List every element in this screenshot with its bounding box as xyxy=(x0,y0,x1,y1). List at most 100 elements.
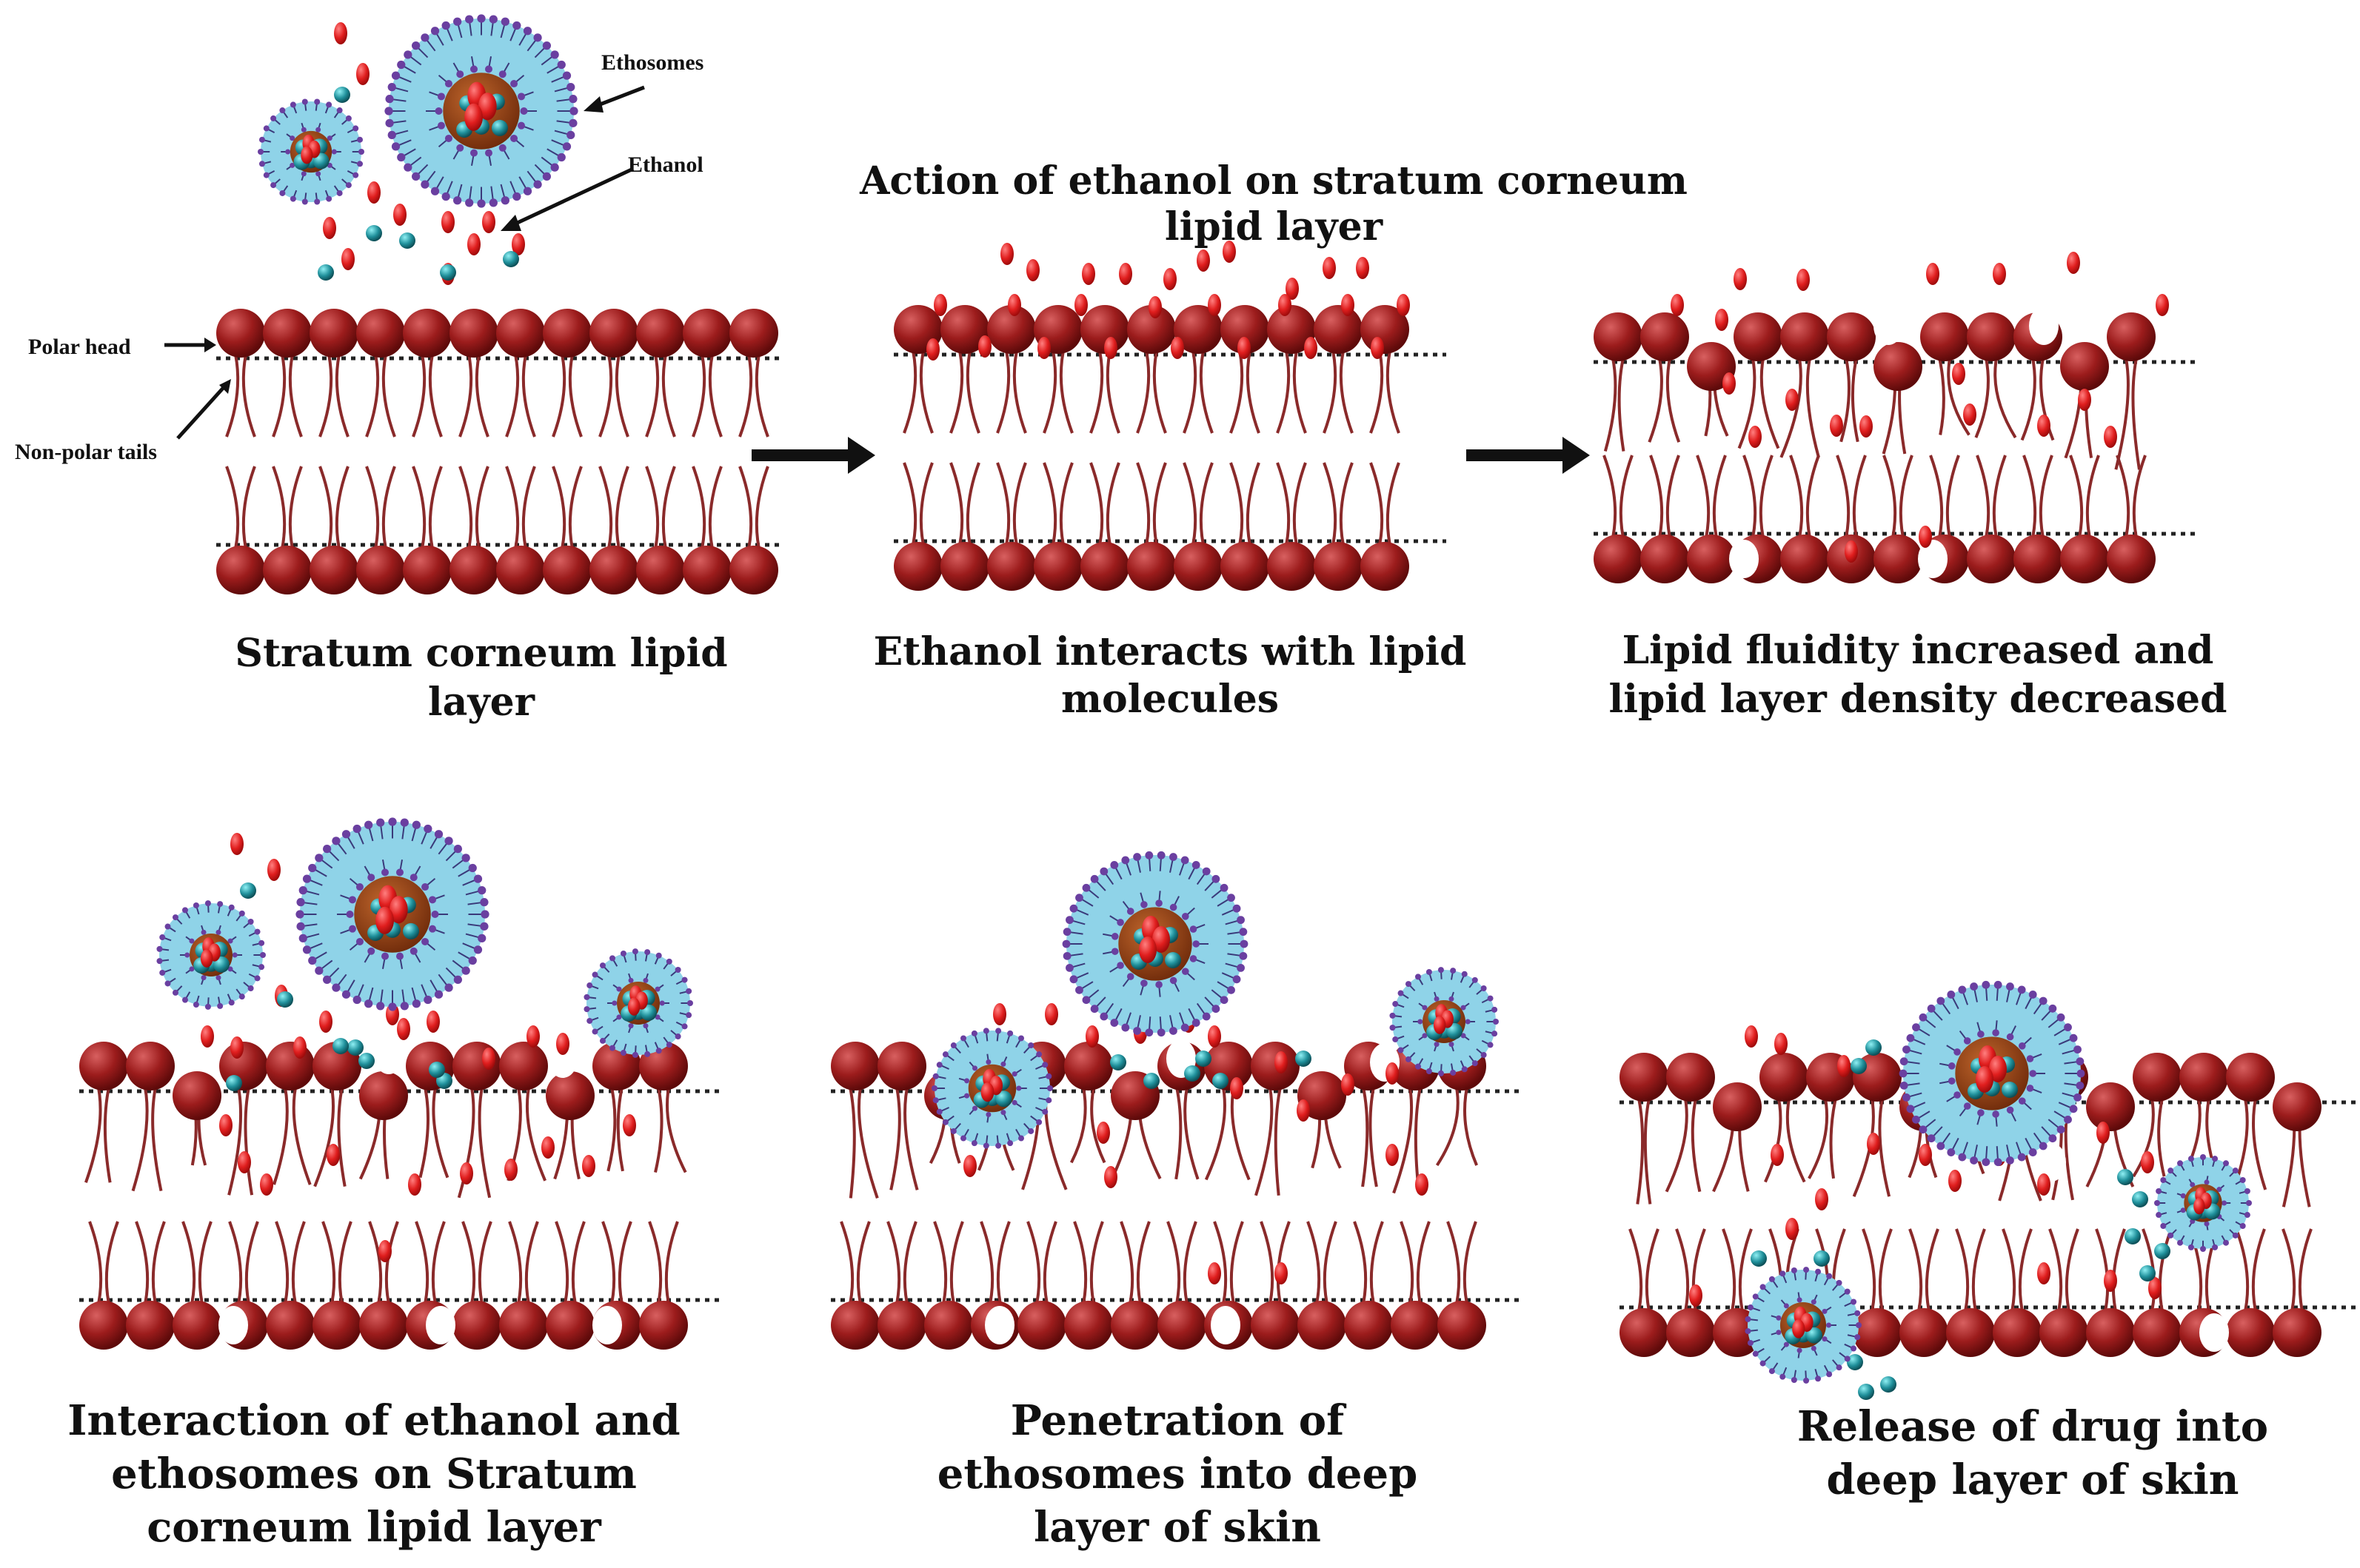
polar-head xyxy=(1899,1308,1948,1357)
phospholipid-head xyxy=(986,1059,992,1065)
phospholipid-head xyxy=(435,107,443,115)
phospholipid-head xyxy=(1963,1037,1971,1045)
ethanol-molecule xyxy=(341,248,355,270)
nonpolar-tail xyxy=(1446,1221,1477,1311)
phospholipid-head xyxy=(395,868,404,877)
phospholipid-head xyxy=(1100,867,1109,876)
ethanol-molecule xyxy=(1385,1062,1399,1085)
nonpolar-tail xyxy=(1254,1080,1283,1196)
phospholipid-head xyxy=(341,990,351,999)
phospholipid-head xyxy=(384,107,393,115)
polar-head xyxy=(1080,542,1129,591)
phospholipid-head xyxy=(388,817,397,826)
phospholipid-head xyxy=(2223,1160,2229,1167)
phospholipid-head xyxy=(628,1023,634,1029)
phospholipid-head xyxy=(592,1028,598,1035)
phospholipid-head xyxy=(1069,904,1078,913)
nonpolar-tail xyxy=(1789,455,1820,545)
polar-head xyxy=(496,546,545,594)
phospholipid-head xyxy=(456,70,464,78)
ethosome xyxy=(295,817,489,1011)
phospholipid-head xyxy=(942,1119,949,1125)
ethanol-molecule xyxy=(1796,269,1810,291)
phospholipid-head xyxy=(1970,1156,1978,1165)
phospholipid-head xyxy=(675,967,681,974)
phospholipid-head xyxy=(189,938,195,944)
polar-head xyxy=(310,546,358,594)
phospholipid-head xyxy=(2018,1042,2026,1050)
nonpolar-tail xyxy=(1043,344,1074,434)
phospholipid-head xyxy=(1947,1148,1956,1156)
phospholipid-head xyxy=(1899,1081,1908,1090)
phospholipid-head xyxy=(484,149,492,157)
lipid-defect xyxy=(1918,540,1948,578)
ethanol-molecule xyxy=(1341,294,1354,316)
phospholipid-head xyxy=(1016,1085,1022,1091)
ethanol-molecule xyxy=(319,1011,332,1033)
phospholipid-head xyxy=(391,71,401,80)
phospholipid-head xyxy=(1927,1004,1936,1013)
phospholipid-head xyxy=(498,70,507,78)
phospholipid-head xyxy=(1121,856,1130,865)
phospholipid-head xyxy=(204,900,211,907)
lipid-defect xyxy=(548,1039,578,1078)
polar-head xyxy=(2273,1082,2321,1131)
phospholipid-head xyxy=(470,65,478,73)
phospholipid-head xyxy=(217,1002,224,1009)
phospholipid-head xyxy=(434,990,444,999)
polar-head xyxy=(403,309,452,358)
phospholipid-head xyxy=(1082,996,1091,1005)
phospholipid-head xyxy=(263,172,270,178)
phospholipid-head xyxy=(314,98,321,105)
phospholipid-head xyxy=(348,896,356,904)
phospholipid-head xyxy=(437,121,445,130)
phospholipid-head xyxy=(189,966,195,972)
phospholipid-head xyxy=(172,914,178,921)
nonpolar-tail xyxy=(1323,344,1354,434)
polar-head xyxy=(924,1301,973,1350)
phospholipid-head xyxy=(227,966,233,972)
polar-head xyxy=(1780,535,1829,583)
phospholipid-head xyxy=(296,922,305,931)
nonpolar-tail xyxy=(886,1221,917,1311)
ethanol-molecule xyxy=(1356,257,1369,279)
phospholipid-head xyxy=(628,977,634,983)
ethanol-molecule xyxy=(1297,1099,1310,1122)
ethanol-molecule xyxy=(1830,415,1843,437)
phospholipid-head xyxy=(1012,1099,1017,1105)
phospholipid-head xyxy=(1970,982,1978,991)
nonpolar-tail xyxy=(318,466,350,556)
ethanol-molecule xyxy=(1433,1016,1446,1034)
phospholipid-head xyxy=(247,919,254,925)
nonpolar-tail xyxy=(412,347,443,438)
phospholipid-head xyxy=(2006,1156,2014,1165)
nonpolar-tail xyxy=(1120,1221,1151,1311)
phospholipid-head xyxy=(1491,1006,1498,1013)
phospholipid-head xyxy=(2069,1105,2078,1113)
phospholipid-head xyxy=(2039,1142,2048,1150)
phospholipid-head xyxy=(336,190,343,196)
ethanol-molecule xyxy=(541,1136,555,1159)
polar-head xyxy=(1594,535,1642,583)
phospholipid-head xyxy=(352,172,359,178)
phospholipid-head xyxy=(182,996,188,1003)
phospholipid-head xyxy=(550,163,559,172)
phospholipid-head xyxy=(1759,1284,1766,1290)
drug-molecule xyxy=(1806,1327,1822,1344)
phospholipid-head xyxy=(381,868,390,877)
phospholipid-head xyxy=(301,127,307,133)
phospholipid-head xyxy=(1192,940,1200,948)
nonpolar-tail xyxy=(321,1221,352,1311)
nonpolar-tail xyxy=(738,466,769,556)
phospholipid-head xyxy=(1110,861,1119,869)
nonpolar-tail xyxy=(2114,351,2141,470)
phospholipid-head xyxy=(429,896,437,904)
caption-line: Release of drug into xyxy=(1797,1402,2268,1451)
nonpolar-tail xyxy=(415,1221,446,1311)
phospholipid-head xyxy=(512,192,521,201)
polar-head xyxy=(2133,1308,2182,1357)
polar-head xyxy=(356,546,405,594)
phospholipid-head xyxy=(444,837,453,845)
phospholipid-head xyxy=(193,1002,199,1008)
polar-head xyxy=(1127,542,1176,591)
